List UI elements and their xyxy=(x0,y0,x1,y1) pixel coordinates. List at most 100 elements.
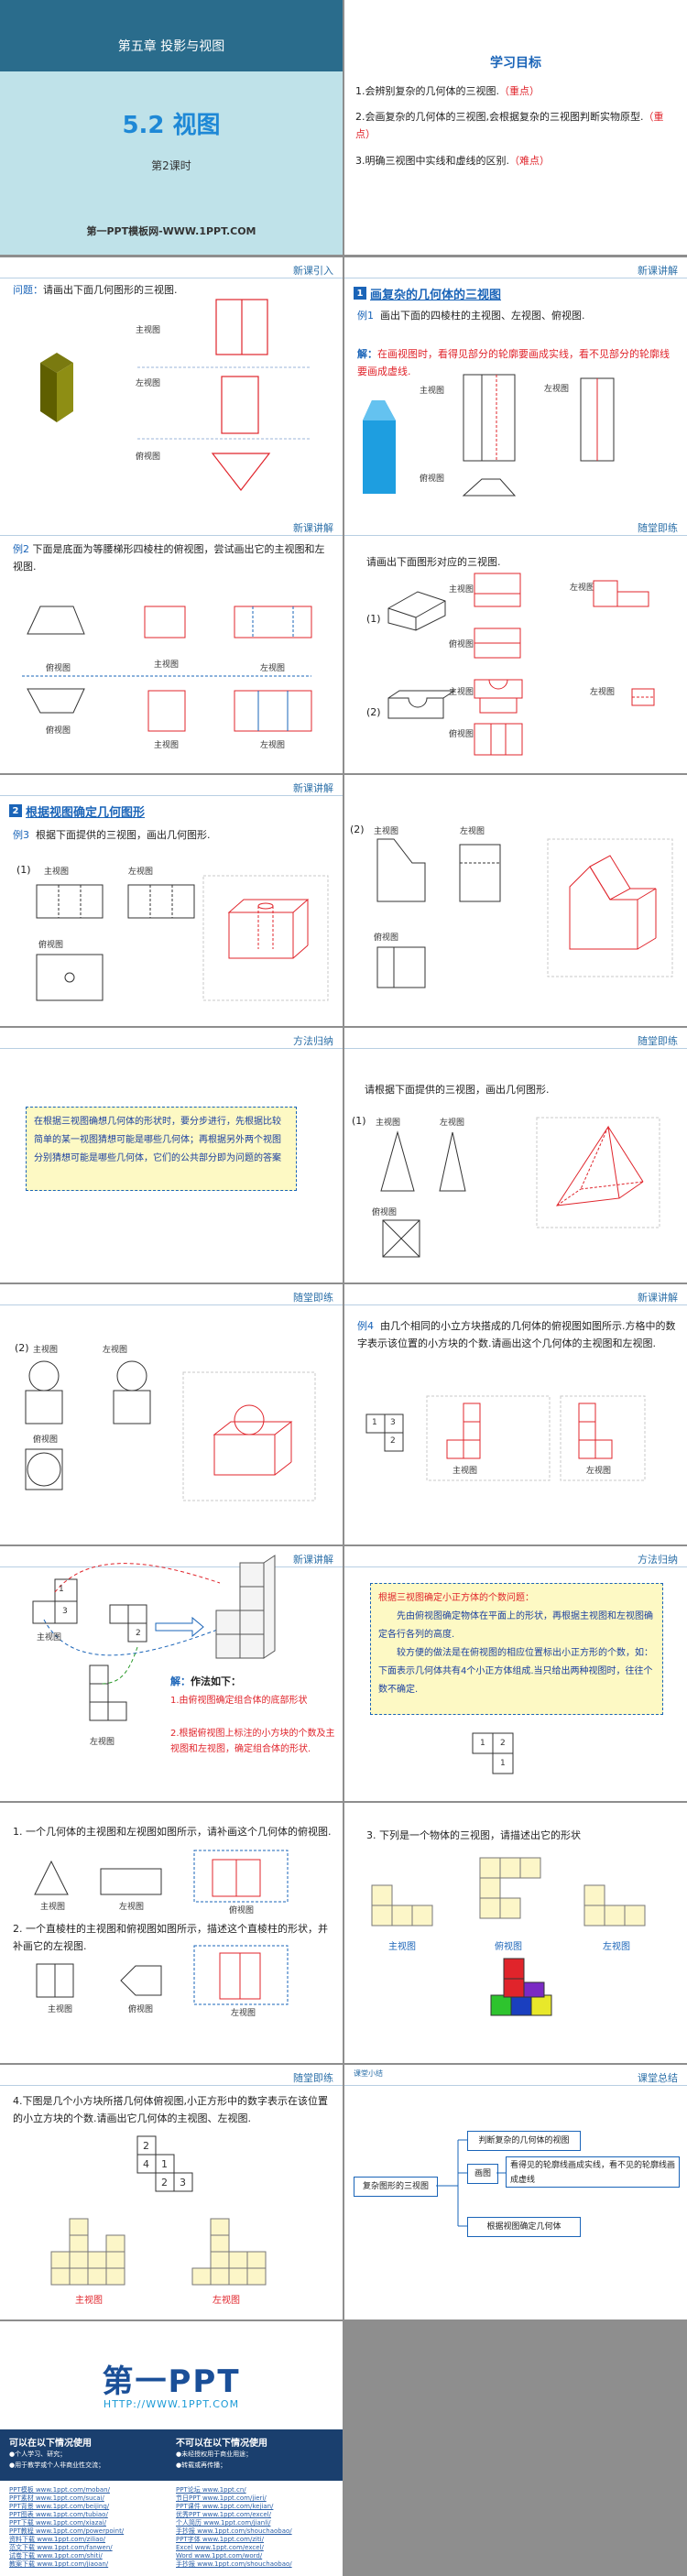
label-top-view: 俯视图 xyxy=(229,1906,255,1916)
resource-link[interactable]: 优秀PPT www.1ppt.com/excel/ xyxy=(176,2511,271,2518)
brand-url: HTTP://WWW.1PPT.COM xyxy=(103,2398,240,2410)
label-top-view: 俯视图 xyxy=(128,2005,154,2014)
links-right: PPT论坛 www.1ppt.cn/ 节日PPT www.1ppt.com/ji… xyxy=(176,2486,333,2569)
label-main-view: 主视图 xyxy=(75,2296,103,2306)
chapter-title: 第五章 投影与视图 xyxy=(117,39,225,54)
label-left-view: 左视图 xyxy=(586,1467,612,1476)
label-main-view: 主视图 xyxy=(40,1903,66,1912)
resource-link[interactable]: PPT背景 www.1ppt.com/beijing/ xyxy=(9,2503,110,2510)
example1-views xyxy=(462,374,615,497)
label-main-view: 主视图 xyxy=(449,688,474,697)
section-tag: 新课讲解 xyxy=(638,265,678,277)
label-left-view: 左视图 xyxy=(544,385,570,394)
label-top-view: 俯视图 xyxy=(495,1942,522,1952)
label-top-view: 俯视图 xyxy=(374,933,399,943)
method-grid xyxy=(472,1732,514,1774)
resource-link[interactable]: PPT课件 www.1ppt.com/kejian/ xyxy=(176,2503,274,2510)
label-left-view: 左视图 xyxy=(570,584,595,593)
resource-link[interactable]: 手抄报 www.1ppt.com/shouchaobao/ xyxy=(176,2527,292,2535)
example4-solution-slide: 新课讲解 1 3 2 主视图 左视图 解：作法如下： 1.由俯视图确定组合体的底… xyxy=(0,1546,343,1801)
section-tag: 方法归纳 xyxy=(293,1035,333,1047)
label-left-view: 左视图 xyxy=(119,1903,145,1912)
resource-link[interactable]: 个人简历 www.1ppt.com/jianli/ xyxy=(176,2519,271,2527)
question-4: 4.下图是几个小方块所搭几何体俯视图,小正方形中的数字表示在该位置的小立方块的个… xyxy=(13,2095,328,2124)
resource-link[interactable]: PPT模板 www.1ppt.com/moban/ xyxy=(9,2486,110,2494)
label-main-view: 主视图 xyxy=(48,2005,73,2014)
label-main-view: 主视图 xyxy=(136,326,161,335)
label-main-view: 主视图 xyxy=(388,1942,416,1952)
label-left-view: 左视图 xyxy=(90,1738,115,1747)
label-main-view: 主视图 xyxy=(449,585,474,595)
label-top-view: 俯视图 xyxy=(38,941,64,950)
question-1: 1. 一个几何体的主视图和左视图如图所示，请补画这个几何体的俯视图. xyxy=(13,1826,332,1838)
label-main-view: 主视图 xyxy=(33,1346,59,1355)
intro-view-drawings xyxy=(137,299,311,491)
section-tag: 新课讲解 xyxy=(293,522,333,534)
resource-link[interactable]: 教案下载 www.1ppt.com/jiaoan/ xyxy=(9,2560,109,2568)
resource-link[interactable]: PPT下载 www.1ppt.com/xiazai/ xyxy=(9,2519,106,2527)
resource-link[interactable]: Word www.1ppt.com/word/ xyxy=(176,2552,263,2560)
example3-part2-drawings xyxy=(376,838,673,988)
method-count-box: 根据三视图确定小正方体的个数问题： 先由俯视图确定物体在平面上的形状，再根据主视… xyxy=(370,1583,663,1715)
example3-prompt: 例3 根据下面提供的三视图，画出几何图形. xyxy=(13,829,211,841)
resource-link[interactable]: PPT论坛 www.1ppt.cn/ xyxy=(176,2486,246,2494)
section-tag: 新课讲解 xyxy=(293,1554,333,1566)
solution-step-1: 1.由俯视图确定组合体的底部形状 xyxy=(170,1696,308,1706)
cover-header-band xyxy=(0,0,343,71)
label-top-view: 俯视图 xyxy=(136,453,161,462)
cover-website: 第一PPT模板网-WWW.1PPT.COM xyxy=(86,225,256,237)
practice-slide-5: 3. 下列是一个物体的三视图，请描述出它的形状 主视图 俯视图 左视图 xyxy=(344,1803,687,2063)
summary-branch-2-label: 画图 xyxy=(467,2164,498,2184)
section-tag: 随堂即练 xyxy=(293,1292,333,1304)
practice4-drawings xyxy=(34,1850,289,2005)
label-top-view: 俯视图 xyxy=(33,1435,59,1445)
resource-link[interactable]: 范文下载 www.1ppt.com/fanwen/ xyxy=(9,2544,113,2551)
label-main-view: 主视图 xyxy=(37,1633,62,1643)
label-main-view: 主视图 xyxy=(154,660,180,670)
item-number: (2) xyxy=(15,1342,29,1354)
example2-drawings xyxy=(22,606,312,732)
example2-prompt: 例2 下面是底面为等腰梯形四棱柱的俯视图，尝试画出它的主视图和左视图. xyxy=(13,543,325,573)
solution-diagram xyxy=(32,1555,276,1721)
method-title: 根据三视图确定小正方体的个数问题： xyxy=(378,1593,534,1603)
pentagon-prism-figure xyxy=(363,400,396,494)
lesson-title: 5.2 视图 xyxy=(122,112,221,139)
label-top-view: 俯视图 xyxy=(46,664,71,673)
item-number: (2) xyxy=(350,824,365,835)
resource-link[interactable]: 手抄报 www.1ppt.com/shouchaobao/ xyxy=(176,2560,292,2568)
resource-link[interactable]: 节日PPT www.1ppt.com/jieri/ xyxy=(176,2494,267,2502)
brand-slide: 第一PPT HTTP://WWW.1PPT.COM 可以在以下情况使用 ●个人学… xyxy=(0,2321,343,2576)
example4-grid xyxy=(365,1395,646,1481)
label-left-view: 左视图 xyxy=(231,2009,256,2018)
resource-link[interactable]: PPT图表 www.1ppt.com/tubiao/ xyxy=(9,2511,108,2518)
summary-branch-3: 根据视图确定几何体 xyxy=(467,2217,581,2237)
resource-link[interactable]: 试卷下载 www.1ppt.com/shiti/ xyxy=(9,2552,103,2560)
period-label: 第2课时 xyxy=(151,159,191,172)
label-left-view: 左视图 xyxy=(128,868,154,877)
method-summary-box: 在根据三视图确想几何体的形状时，要分步进行，先根据比较简单的某一视图猜想可能是哪… xyxy=(26,1107,297,1191)
resource-link[interactable]: PPT字体 www.1ppt.com/ziti/ xyxy=(176,2536,264,2543)
example4-slide: 新课讲解 例4 由几个相同的小立方块搭成的几何体的俯视图如图所示.方格中的数字表… xyxy=(344,1284,687,1545)
section-tag: 课堂总结 xyxy=(638,2072,678,2084)
summary-root: 复杂图形的三视图 xyxy=(354,2177,438,2197)
label-main-view: 主视图 xyxy=(44,868,70,877)
label-main-view: 主视图 xyxy=(376,1119,401,1128)
summary-small-tag: 课堂小结 xyxy=(354,2069,383,2078)
resource-link[interactable]: PPT教程 www.1ppt.com/powerpoint/ xyxy=(9,2527,125,2535)
can-use-item: ●个人学习、研究； xyxy=(9,2450,67,2458)
item-number: (1) xyxy=(352,1115,366,1127)
label-left-view: 左视图 xyxy=(590,688,616,697)
resource-link[interactable]: Excel www.1ppt.com/excel/ xyxy=(176,2544,264,2551)
usage-band: 可以在以下情况使用 ●个人学习、研究； ●用于教学或个人非商业性交流； 不可以在… xyxy=(0,2429,343,2481)
section-tag: 方法归纳 xyxy=(638,1554,678,1566)
resource-link[interactable]: PPT素材 www.1ppt.com/sucai/ xyxy=(9,2494,104,2502)
summary-branch-1: 判断复杂的几何体的视图 xyxy=(467,2131,581,2151)
label-left-view: 左视图 xyxy=(136,379,161,388)
practice1-drawings xyxy=(387,573,655,756)
question: 问题：请画出下面几何图形的三视图. xyxy=(13,284,178,296)
practice2-drawings xyxy=(380,1117,660,1258)
resource-link[interactable]: 资料下载 www.1ppt.com/ziliao/ xyxy=(9,2536,106,2543)
label-top-view: 俯视图 xyxy=(449,640,474,649)
label-top-view: 俯视图 xyxy=(372,1208,398,1217)
